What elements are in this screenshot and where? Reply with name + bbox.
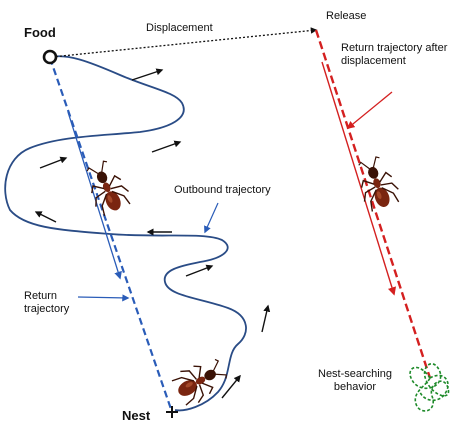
nest-search-loops xyxy=(409,363,450,412)
return-after-displacement-line xyxy=(314,29,432,379)
nest-marker-icon xyxy=(166,406,178,418)
release-label: Release xyxy=(326,10,367,22)
return-after-displacement-label: Return trajectory after displacement xyxy=(341,42,448,67)
direction-arrow-icon xyxy=(131,68,164,81)
direction-arrow-icon xyxy=(151,140,182,153)
direction-arrow-icon xyxy=(261,304,271,333)
displacement-line xyxy=(51,27,318,58)
outbound-trajectory-label: Outbound trajectory xyxy=(174,184,271,196)
nest-label: Nest xyxy=(122,408,151,423)
red-direction-arrow xyxy=(321,61,397,296)
red-label-pointer xyxy=(346,91,393,129)
direction-arrow-icon xyxy=(34,211,57,223)
return-direction-arrow xyxy=(67,111,122,280)
outbound-trajectory-path xyxy=(4,55,247,412)
return-trajectory-label: Return trajectory xyxy=(24,290,70,315)
direction-arrow-icon xyxy=(39,156,68,169)
displacement-label: Displacement xyxy=(146,22,213,34)
return-trajectory-line xyxy=(48,57,174,413)
nest-searching-label: Nest-searching behavior xyxy=(318,368,392,393)
return-label-pointer xyxy=(77,294,130,302)
direction-arrows xyxy=(34,68,271,399)
direction-arrow-icon xyxy=(185,264,214,277)
ant-icon xyxy=(169,351,232,410)
food-label: Food xyxy=(24,25,56,40)
food-source-icon xyxy=(42,49,58,65)
direction-arrow-icon xyxy=(221,374,241,399)
outbound-label-pointer xyxy=(204,202,219,234)
